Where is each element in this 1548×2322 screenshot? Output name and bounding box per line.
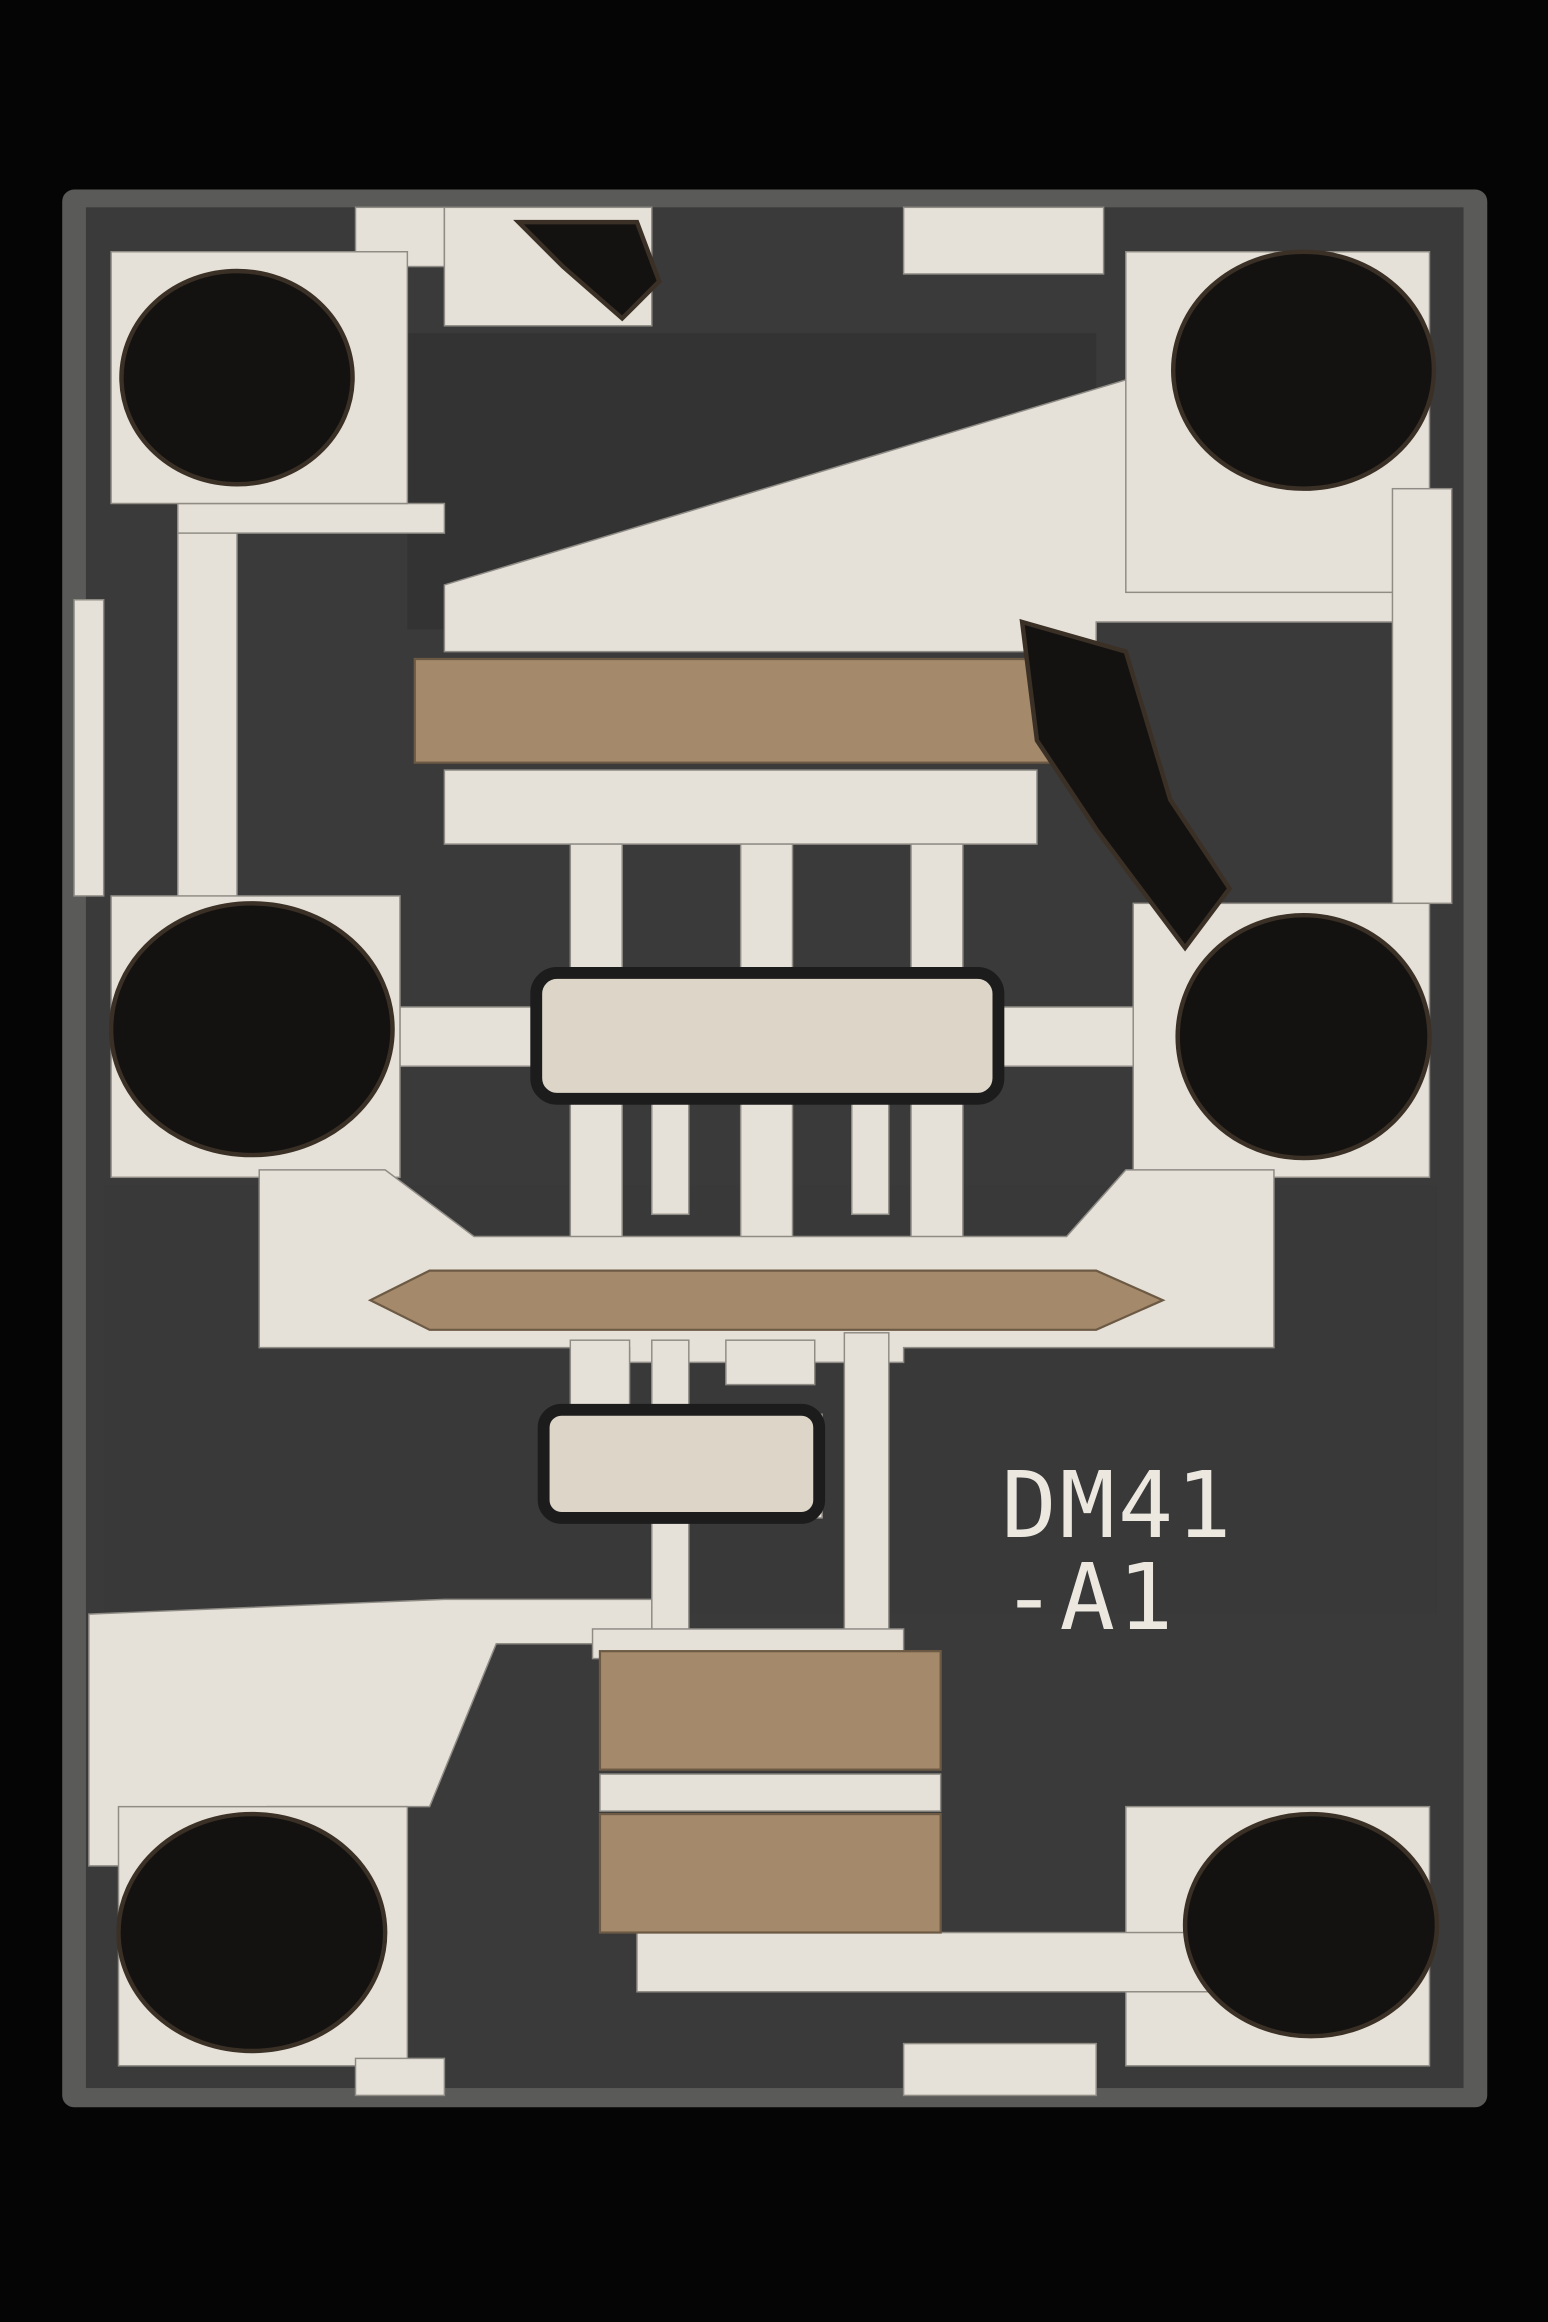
- die-label-line2: -A1: [1001, 1544, 1176, 1651]
- capacitors: [530, 967, 1005, 1524]
- die-label-line1: DM41: [1001, 1452, 1234, 1559]
- bond-blobs: [108, 219, 1440, 2054]
- resistors: [367, 657, 1166, 1934]
